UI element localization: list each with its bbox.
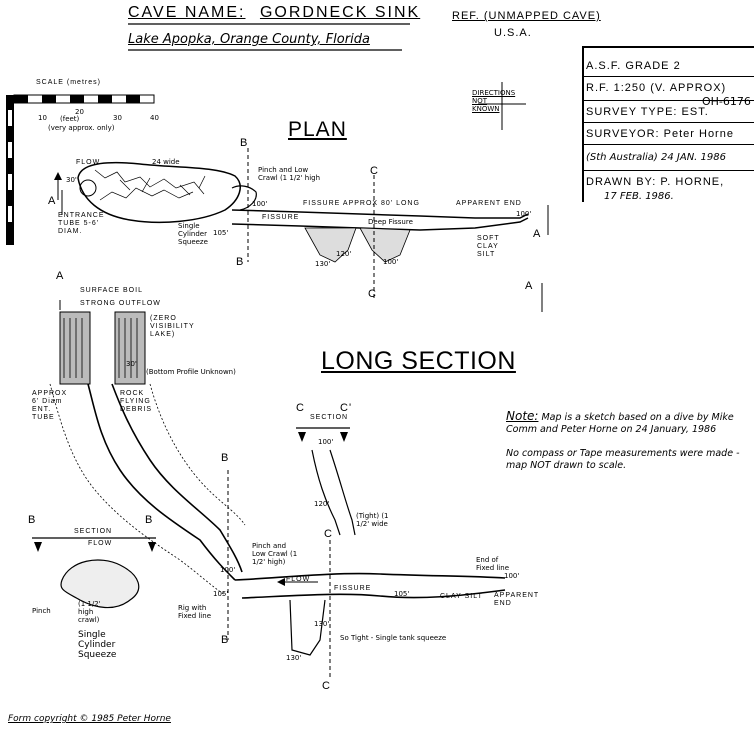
marker-a: A xyxy=(525,280,534,292)
plan-view xyxy=(54,148,549,300)
cave-name-heading: CAVE NAME: GORDNECK SINK xyxy=(128,4,420,22)
long-marker-c-prime: C' xyxy=(340,402,353,414)
plan-fissure-long: FISSURE APPROX 80' LONG xyxy=(303,200,420,207)
long-marker-b: B xyxy=(221,452,230,464)
long-marker-b: B xyxy=(145,514,154,526)
long-zero-visibility: (ZERO VISIBILITY LAKE) xyxy=(150,315,195,338)
survey-type: SURVEY TYPE: EST. xyxy=(586,106,709,118)
long-depth: 105' xyxy=(394,590,410,598)
marker-c: C xyxy=(368,288,377,300)
plan-depth: 120' xyxy=(336,250,352,258)
asf-grade: A.S.F. GRADE 2 xyxy=(586,60,681,72)
long-marker-c: C xyxy=(322,680,331,692)
section-c-c xyxy=(296,283,543,442)
cave-name-label: CAVE NAME: xyxy=(128,4,246,21)
scale-bar xyxy=(6,94,155,245)
section-b-b xyxy=(32,537,156,609)
scale-feet: (feet) xyxy=(60,115,80,123)
long-surface-boil: SURFACE BOIL xyxy=(80,287,143,294)
directions-note: DIRECTIONS NOT KNOWN xyxy=(472,89,516,113)
plan-width: 24 wide xyxy=(152,158,180,166)
section-bb-crawl: (1 1/2' high crawl) xyxy=(78,600,101,624)
section-bb-flow: FLOW xyxy=(88,540,113,547)
long-depth: 130' xyxy=(314,620,330,628)
long-end-fixed-line: End of Fixed line xyxy=(476,556,509,572)
long-depth: 100' xyxy=(318,438,334,446)
long-depth: 100' xyxy=(504,572,520,580)
plan-depth: 100' xyxy=(252,200,268,208)
section-cc-label: SECTION xyxy=(310,414,349,421)
scale-tick: 10 xyxy=(38,114,47,122)
long-strong-outflow: STRONG OUTFLOW xyxy=(80,300,161,307)
long-rock-debris: ROCK FLYING DEBRIS xyxy=(120,390,153,413)
long-tight: (Tight) (1 1/2' wide xyxy=(356,512,389,528)
long-marker-c: C xyxy=(296,402,305,414)
plan-deep-fissure: Deep Fissure xyxy=(368,218,413,226)
surveyor-region: (Sth Australia) 24 JAN. 1986 xyxy=(586,152,726,163)
marker-c: C xyxy=(370,165,379,177)
ref-label: REF. (UNMAPPED CAVE) xyxy=(452,10,601,22)
location: Lake Apopka, Orange County, Florida xyxy=(128,32,370,47)
long-section-view xyxy=(49,300,506,680)
scale-approx: (very approx. only) xyxy=(48,124,115,132)
marker-b: B xyxy=(240,137,249,149)
long-fissure: FISSURE xyxy=(334,585,372,592)
marker-a: A xyxy=(533,228,542,240)
note-label: Note: xyxy=(506,409,539,423)
cave-name: GORDNECK SINK xyxy=(259,4,421,21)
marker-b: B xyxy=(236,256,245,268)
plan-single-cylinder: Single Cylinder Squeeze xyxy=(178,222,208,246)
info-box: A.S.F. GRADE 2 R.F. 1:250 (V. APPROX) OH… xyxy=(582,46,754,202)
plan-fissure: FISSURE xyxy=(262,214,300,221)
rf-scale: R.F. 1:250 (V. APPROX) xyxy=(586,82,727,94)
long-clay-silt: CLAY SILT xyxy=(440,593,483,600)
long-rig-line: Rig with Fixed line xyxy=(178,604,211,620)
plan-flow: FLOW xyxy=(76,159,101,166)
long-depth: 105' xyxy=(213,590,229,598)
plan-depth: 105' xyxy=(213,229,229,237)
long-depth: 130' xyxy=(286,654,302,662)
marker-a: A xyxy=(48,195,57,207)
long-depth: 30' xyxy=(126,360,137,368)
country: U.S.A. xyxy=(494,27,532,39)
scale-label: SCALE (metres) xyxy=(36,79,101,86)
long-marker-c: C xyxy=(324,528,333,540)
plan-depth: 30' xyxy=(66,176,77,184)
long-pinch-crawl: Pinch and Low Crawl (1 1/2' high) xyxy=(252,542,298,566)
long-so-tight: So Tight - Single tank squeeze xyxy=(340,634,447,642)
plan-depth: 100' xyxy=(516,210,532,218)
plan-title: PLAN xyxy=(288,118,347,141)
plan-apparent-end: APPARENT END xyxy=(456,200,522,207)
plan-depth: 130' xyxy=(315,260,331,268)
long-approx-entrance: APPROX 6' Diam ENT. TUBE xyxy=(32,390,68,421)
plan-depth: 100' xyxy=(383,258,399,266)
section-bb-pinch: Pinch xyxy=(32,607,51,615)
long-section-title: LONG SECTION xyxy=(321,347,516,375)
section-bb-single-cylinder: Single Cylinder Squeeze xyxy=(78,630,117,660)
long-depth: 100' xyxy=(220,566,236,574)
surveyor: SURVEYOR: Peter Horne xyxy=(586,128,734,140)
long-depth: 120' xyxy=(314,500,330,508)
scale-tick: 40 xyxy=(150,114,159,122)
note-line-2: No compass or Tape measurements were mad… xyxy=(506,448,740,471)
code: OH-6176 xyxy=(702,95,751,108)
section-bb-label: SECTION xyxy=(74,528,113,535)
long-flow: FLOW xyxy=(286,576,311,583)
long-apparent-end: APPARENT END xyxy=(494,592,540,607)
scale-tick: 20 xyxy=(75,108,84,116)
long-marker-b: B xyxy=(28,514,37,526)
note-line-1: Map is a sketch based on a dive by Mike … xyxy=(506,412,734,435)
copyright: Form copyright © 1985 Peter Horne xyxy=(8,714,171,724)
note-block: Note: Map is a sketch based on a dive by… xyxy=(506,410,746,472)
plan-soft-clay: SOFT CLAY SILT xyxy=(477,235,500,258)
long-marker-a: A xyxy=(56,270,65,282)
plan-entrance: ENTRANCE TUBE 5-6' DIAM. xyxy=(58,212,105,235)
plan-pinch: Pinch and Low Crawl (1 1/2' high xyxy=(258,166,321,182)
scale-tick: 30 xyxy=(113,114,122,122)
drawn-date: 17 FEB. 1986. xyxy=(604,191,674,202)
long-marker-b: B xyxy=(221,634,230,646)
drawn-by: DRAWN BY: P. HORNE, xyxy=(586,176,725,188)
long-bottom-profile: (Bottom Profile Unknown) xyxy=(146,368,236,376)
